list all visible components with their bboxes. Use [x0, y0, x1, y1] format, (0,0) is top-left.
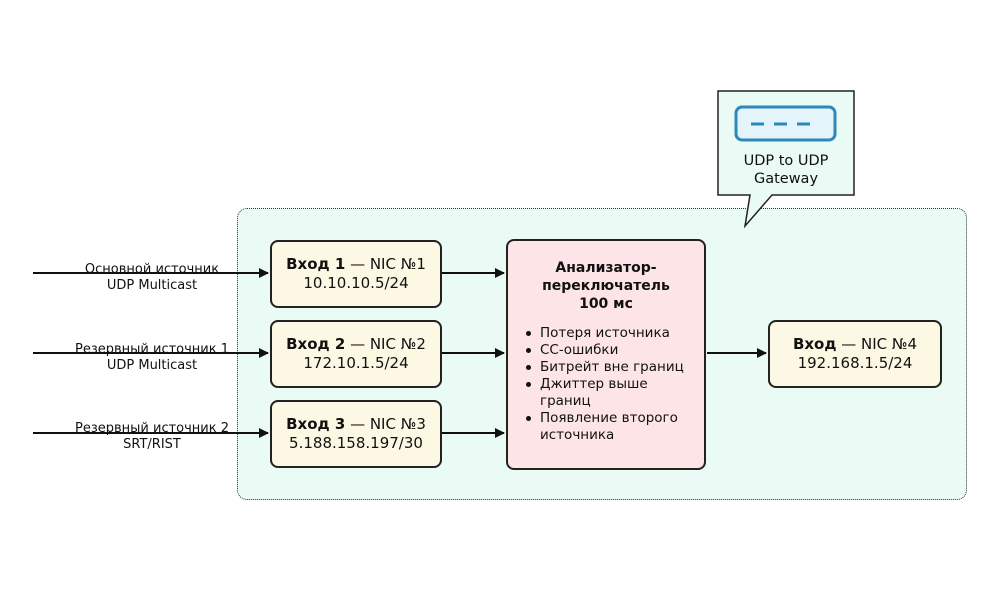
output-box: Вход — NIC №4 192.168.1.5/24 — [768, 320, 942, 388]
input-name: Вход 3 — [286, 415, 346, 433]
callout-line-2: Gateway — [753, 171, 819, 187]
criteria-item: Потеря источника — [522, 325, 702, 342]
input-box-1: Вход 1 — NIC №1 10.10.10.5/24 — [270, 240, 442, 308]
source-name: Резервный источник 1 — [74, 342, 229, 357]
criteria-item: CC-ошибки — [522, 342, 702, 359]
analyzer-title-line: переключатель — [542, 278, 670, 294]
input-box-2: Вход 2 — NIC №2 172.10.1.5/24 — [270, 320, 442, 388]
source-protocol: UDP Multicast — [106, 358, 198, 373]
output-nic: — NIC №4 — [836, 335, 918, 353]
output-ip: 192.168.1.5/24 — [797, 354, 913, 372]
source-protocol: UDP Multicast — [106, 278, 198, 293]
criteria-item: Появление второго источника — [522, 410, 702, 444]
input-name: Вход 2 — [286, 335, 346, 353]
callout-line-1: UDP to UDP — [743, 153, 829, 169]
input-ip: 5.188.158.197/30 — [289, 434, 423, 452]
input-nic: — NIC №1 — [345, 255, 426, 273]
input-nic: — NIC №2 — [345, 335, 426, 353]
input-name: Вход 1 — [286, 255, 346, 273]
source-name: Резервный источник 2 — [74, 421, 229, 436]
source-label-backup-1: Резервный источник 1 UDP Multicast — [52, 342, 252, 374]
analyzer-title: Анализатор- переключатель 100 мс — [508, 259, 704, 313]
source-label-primary: Основной источник UDP Multicast — [52, 262, 252, 294]
source-name: Основной источник — [84, 262, 220, 277]
source-protocol: SRT/RIST — [123, 437, 181, 452]
output-title: Вход — [792, 335, 837, 353]
input-ip: 10.10.10.5/24 — [303, 274, 409, 292]
source-label-backup-2: Резервный источник 2 SRT/RIST — [52, 421, 252, 453]
analyzer-switch-box: Анализатор- переключатель 100 мс Потеря … — [506, 239, 706, 470]
gateway-device-icon — [734, 105, 837, 142]
input-ip: 172.10.1.5/24 — [303, 354, 409, 372]
input-box-3: Вход 3 — NIC №3 5.188.158.197/30 — [270, 400, 442, 468]
input-nic: — NIC №3 — [345, 415, 426, 433]
analyzer-title-line: 100 мс — [579, 296, 633, 312]
criteria-item: Джиттер выше границ — [522, 376, 702, 410]
callout-label: UDP to UDP Gateway — [718, 152, 854, 188]
criteria-item: Битрейт вне границ — [522, 359, 702, 376]
analyzer-title-line: Анализатор- — [555, 260, 657, 276]
analyzer-criteria-list: Потеря источника CC-ошибки Битрейт вне г… — [522, 325, 702, 444]
